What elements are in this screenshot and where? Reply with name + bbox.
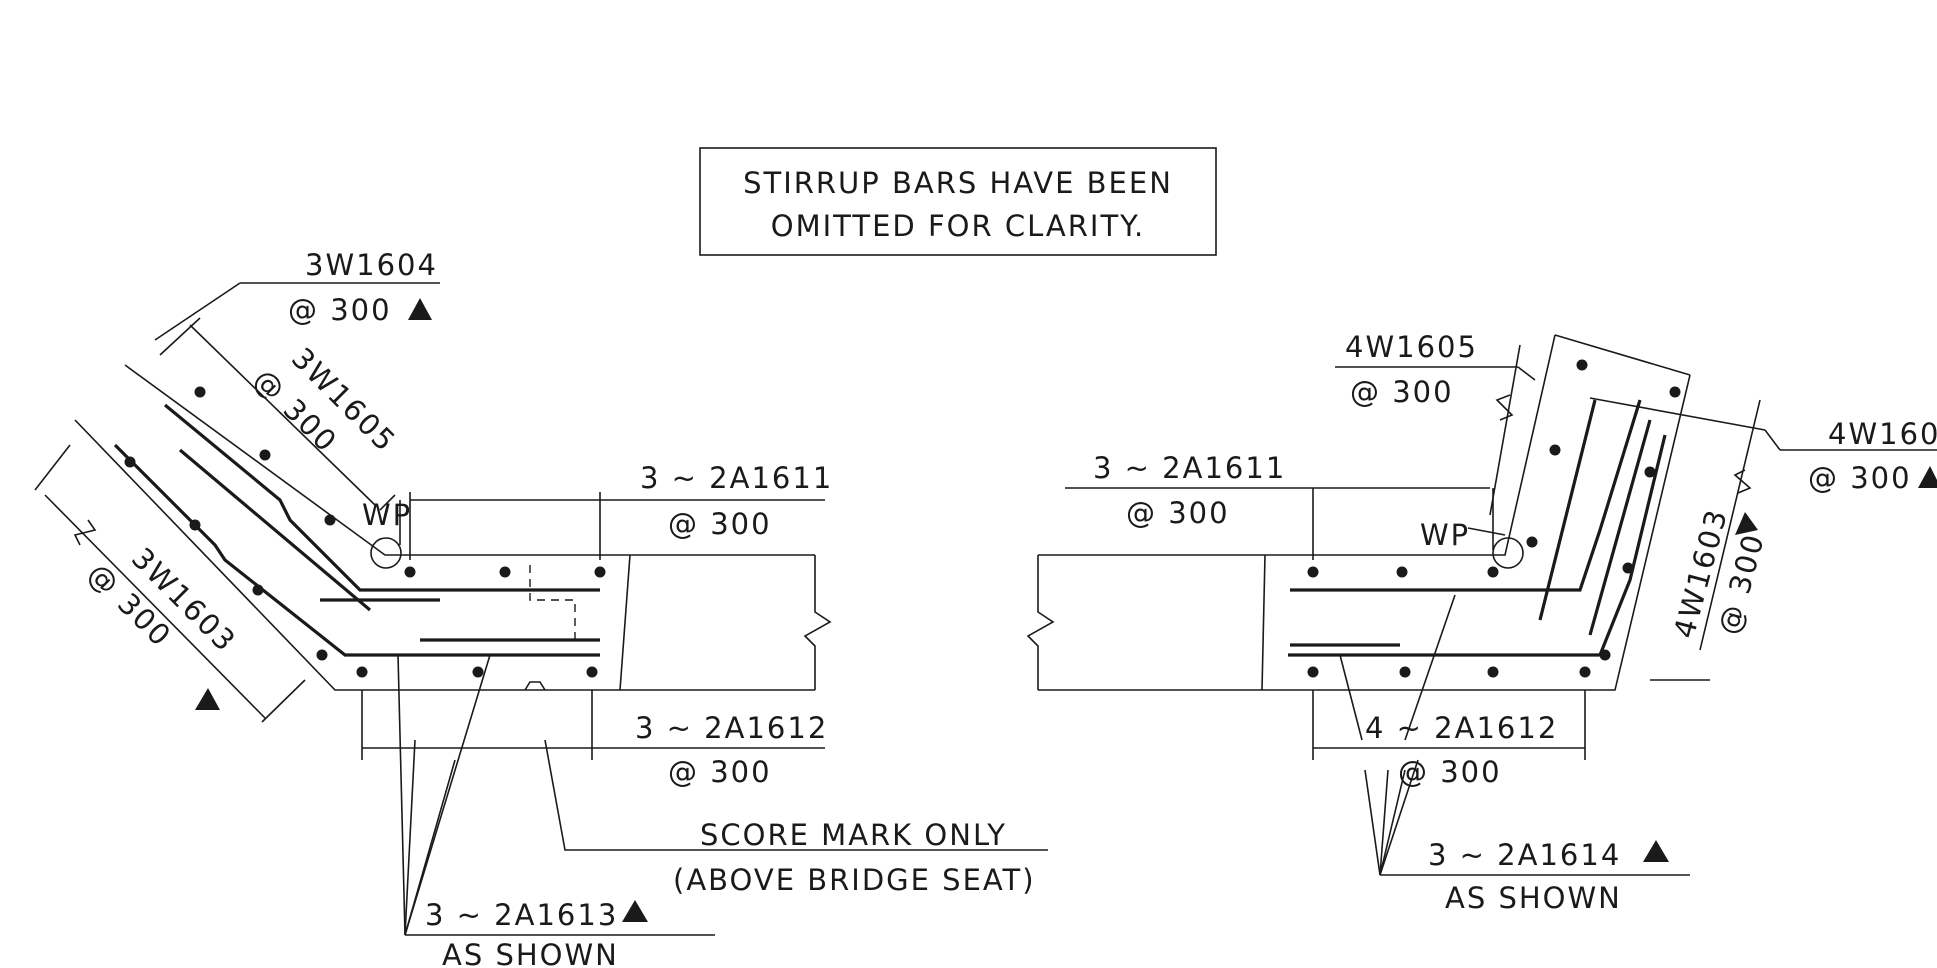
right-outline-end — [1261, 554, 1266, 691]
left-2a1611-label: 3 ~ 2A1611 — [640, 461, 833, 495]
right-2a1611-spacing: @ 300 — [1126, 496, 1230, 530]
right-2a1612-spacing: @ 300 — [1398, 755, 1502, 789]
left-bar-dots — [124, 386, 606, 678]
right-corner-detail: WP 4W1605 @ 300 4W1607 @ 300 4W1603 @ 30… — [1026, 330, 1937, 915]
right-bar-inner — [1290, 399, 1642, 592]
left-as-shown: AS SHOWN — [442, 938, 619, 968]
left-3w1604-label: 3W1604 — [305, 248, 438, 282]
left-score-line-2: (ABOVE BRIDGE SEAT) — [673, 863, 1036, 897]
right-break-symbol — [1026, 555, 1055, 690]
left-bar-upper — [163, 403, 600, 592]
left-3w1604-revision-triangle — [408, 298, 432, 320]
right-bar-mid-b — [1538, 399, 1597, 621]
right-outline-outer — [1262, 374, 1691, 691]
right-2a1614-label: 3 ~ 2A1614 — [1428, 838, 1621, 872]
left-bar-mid-a — [178, 448, 372, 612]
left-outline-top — [124, 364, 630, 556]
left-2a1612-spacing: @ 300 — [668, 755, 772, 789]
right-bar-mid-c — [1588, 419, 1652, 636]
left-bar-lower — [113, 443, 600, 657]
right-4w1603-dim — [1699, 399, 1761, 651]
right-4w1607-label: 4W1607 — [1828, 417, 1937, 451]
left-score-leader — [544, 739, 1048, 851]
note-line-1: STIRRUP BARS HAVE BEEN — [743, 166, 1173, 200]
left-break-symbol — [803, 555, 832, 690]
right-outline — [1265, 334, 1556, 556]
right-wp-circle — [1492, 537, 1524, 569]
left-2a1613-leaders — [397, 654, 491, 936]
right-4w1603-revision-triangle — [1735, 512, 1758, 535]
right-bar-outer — [1288, 434, 1667, 657]
right-4w1607-revision-triangle — [1918, 466, 1937, 488]
note-box — [699, 147, 1217, 256]
left-outline-end — [619, 554, 631, 691]
right-bar-dots — [1307, 359, 1681, 678]
right-2a1614-leaders — [1364, 759, 1419, 876]
right-4w1607-leader — [1589, 397, 1766, 431]
left-3w1603-revision-triangle — [195, 688, 220, 710]
left-corner-detail: WP 3W1604 @ 300 3W1605 @ 300 3W1603 @ 30… — [34, 248, 1048, 968]
left-3w1603-dim — [44, 494, 266, 719]
right-4w1605-spacing: @ 300 — [1350, 375, 1454, 409]
left-score-mark — [529, 565, 576, 640]
right-outline-top-edge — [1554, 334, 1691, 376]
left-3w1605-dim — [189, 324, 376, 506]
right-4w1605-label: 4W1605 — [1345, 330, 1478, 364]
right-4w1607-spacing: @ 300 — [1808, 461, 1912, 495]
right-as-shown: AS SHOWN — [1445, 881, 1622, 915]
left-score-line-1: SCORE MARK ONLY — [700, 818, 1007, 852]
right-2a1612-label: 4 ~ 2A1612 — [1365, 711, 1558, 745]
left-3w1604-spacing: @ 300 — [288, 293, 392, 327]
right-wp-label: WP — [1420, 518, 1470, 552]
left-wp-circle — [370, 537, 402, 569]
right-4w1605-dim — [1489, 344, 1521, 516]
left-3w1604-leader-diag — [154, 282, 241, 341]
left-2a1613-revision-triangle — [622, 900, 648, 922]
left-2a1611-spacing: @ 300 — [668, 507, 772, 541]
left-score-notch — [524, 681, 546, 691]
right-2a1614-revision-triangle — [1643, 840, 1669, 862]
note-line-2: OMITTED FOR CLARITY. — [771, 209, 1145, 243]
left-2a1613-label: 3 ~ 2A1613 — [425, 898, 618, 932]
right-2a1611-label: 3 ~ 2A1611 — [1093, 451, 1286, 485]
clarity-note: STIRRUP BARS HAVE BEEN OMITTED FOR CLARI… — [699, 147, 1217, 256]
left-2a1612-label: 3 ~ 2A1612 — [635, 711, 828, 745]
